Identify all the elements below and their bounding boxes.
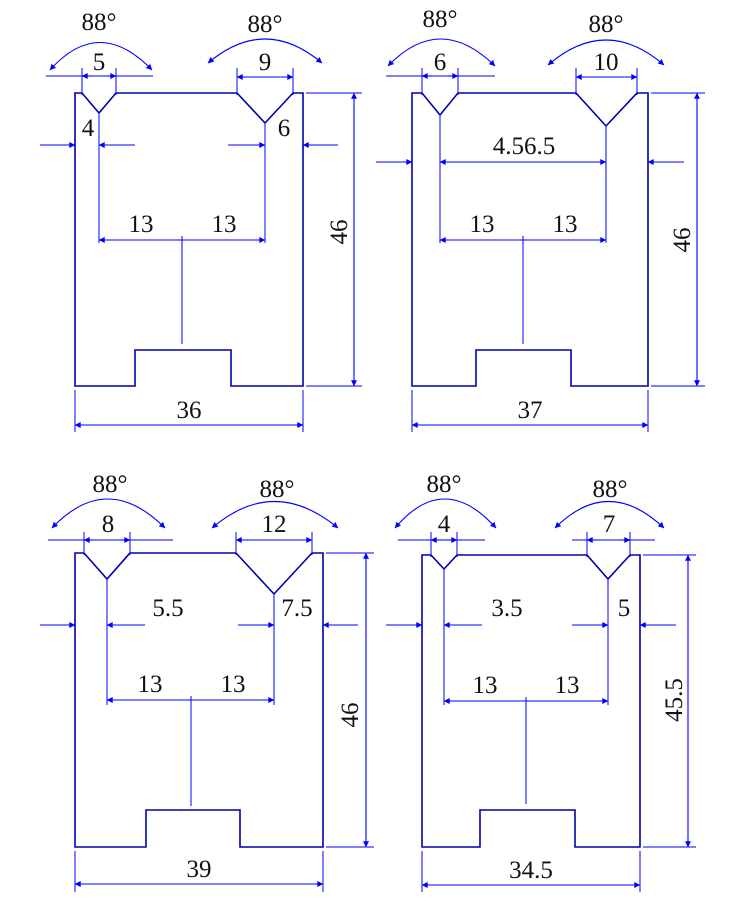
die-2-v-left-label: 6	[434, 49, 447, 76]
die-3-angle-arc-left	[51, 498, 166, 529]
die-4-edge-left-label: 3.5	[491, 595, 522, 622]
die-2-v-right-label: 10	[594, 49, 619, 76]
die-1-angle-left-label: 88°	[82, 9, 117, 36]
die-4-center-left-label: 13	[473, 672, 498, 699]
die-2-angle-arc-left	[387, 38, 496, 67]
die-1-center-left-label: 13	[129, 211, 154, 238]
die-2-angle-arc-right	[547, 39, 665, 66]
die-3: 88° 88° 8 12 5.5 7.5 13 13 46	[40, 471, 374, 892]
die-3-width-label: 39	[187, 856, 212, 883]
die-3-v-right-label: 12	[262, 511, 287, 538]
die-3-height-label: 46	[337, 703, 364, 728]
die-2-angle-left-label: 88°	[423, 6, 458, 33]
die-3-v-left-label: 8	[102, 511, 115, 538]
die-2-width-label: 37	[518, 397, 543, 424]
die-4-height-label: 45.5	[661, 678, 688, 722]
die-4-angle-arc-left	[394, 498, 497, 529]
die-4-v-right-label: 7	[603, 511, 616, 538]
die-4-width-label: 34.5	[509, 857, 553, 884]
die-1-height-label: 46	[326, 220, 353, 245]
die-4-v-left-label: 4	[438, 511, 451, 538]
die-2: 88° 88° 6 10 4.56.5 13 13 46 37	[376, 6, 705, 432]
die-3-center-right-label: 13	[221, 671, 246, 698]
die-1-edge-right-label: 6	[278, 115, 291, 142]
die-3-edge-left-label: 5.5	[152, 595, 183, 622]
die-2-center-left-label: 13	[470, 211, 495, 238]
die-1-angle-arc-left	[49, 41, 153, 71]
die-1-edge-left-label: 4	[82, 115, 95, 142]
die-4-angle-left-label: 88°	[427, 471, 462, 498]
die-3-outline	[74, 552, 324, 848]
die-4: 88° 88° 4 7 3.5 5 13 13 45.5	[386, 471, 696, 892]
die-1: 88° 88° 5 9 4 6 13 13 46	[40, 9, 362, 432]
die-1-v-left-label: 5	[93, 49, 106, 76]
die-1-angle-arc-right	[207, 38, 323, 64]
die-4-edge-right-label: 5	[618, 595, 631, 622]
die-1-v-right-label: 9	[259, 49, 272, 76]
die-1-center-right-label: 13	[212, 211, 237, 238]
die-1-width-label: 36	[177, 397, 202, 424]
die-3-angle-arc-right	[211, 501, 339, 529]
die-4-angle-right-label: 88°	[593, 476, 628, 503]
die-4-outline	[421, 554, 641, 848]
die-2-center-right-label: 13	[553, 211, 578, 238]
die-4-center-right-label: 13	[555, 672, 580, 699]
die-3-angle-left-label: 88°	[93, 471, 128, 498]
die-4-angle-arc-right	[554, 500, 665, 529]
die-1-angle-right-label: 88°	[248, 11, 283, 38]
die-3-angle-right-label: 88°	[260, 476, 295, 503]
die-2-height-label: 46	[669, 228, 696, 253]
die-2-outline	[411, 92, 649, 387]
die-3-center-left-label: 13	[138, 671, 163, 698]
die-1-outline	[74, 92, 304, 387]
die-2-angle-right-label: 88°	[589, 11, 624, 38]
die-2-edge-label: 4.56.5	[493, 133, 556, 160]
die-3-edge-right-label: 7.5	[281, 595, 312, 622]
